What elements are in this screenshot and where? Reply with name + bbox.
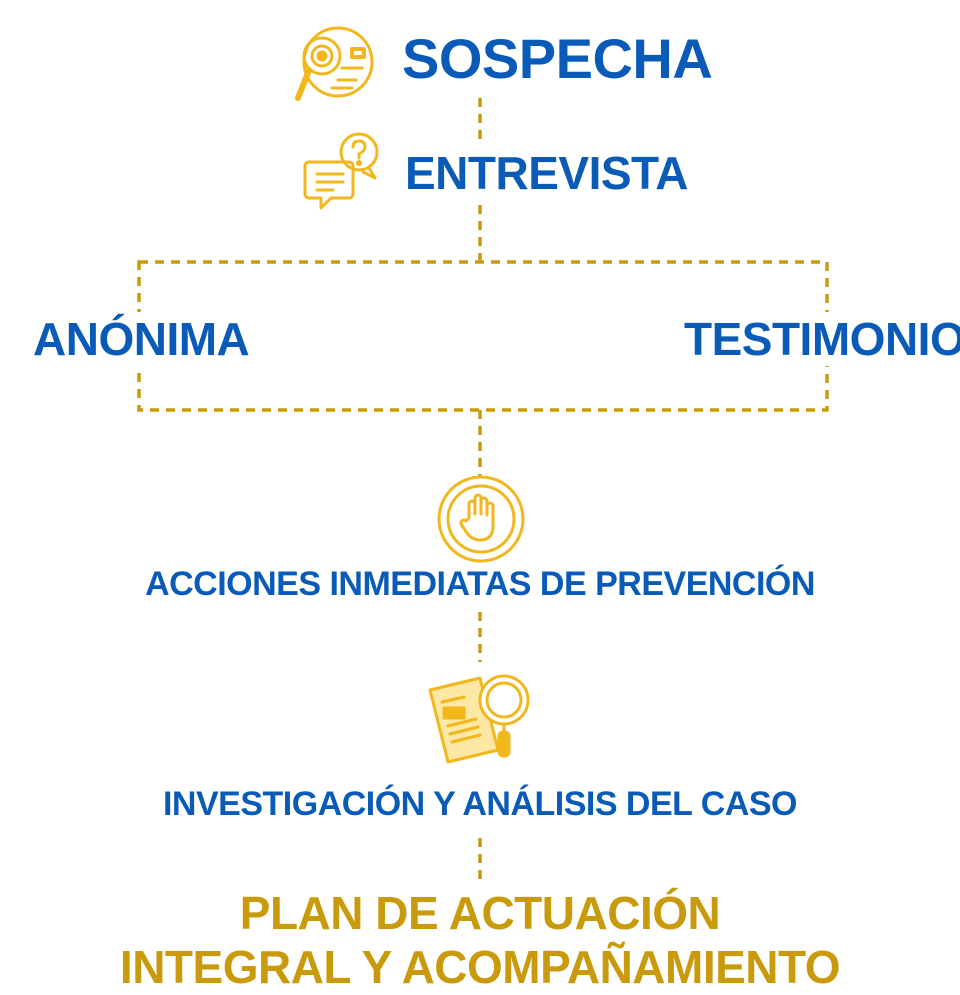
- step-suspicion-label: SOSPECHA: [402, 27, 713, 90]
- step-plan-line2: INTEGRAL Y ACOMPAÑAMIENTO: [119, 941, 841, 993]
- magnifier-face-icon: [295, 26, 374, 101]
- branch-testimony-label: TESTIMONIO: [680, 312, 960, 366]
- branch-anonymous-label: ANÓNIMA: [33, 312, 254, 366]
- branch-box: [137, 260, 829, 412]
- step-prevention-label: ACCIONES INMEDIATAS DE PREVENCIÓN: [145, 565, 815, 603]
- step-investigation-label: INVESTIGACIÓN Y ANÁLISIS DEL CASO: [162, 785, 798, 823]
- document-magnifier-icon: [428, 674, 530, 764]
- speech-bubbles-question-icon: [303, 132, 379, 210]
- step-plan-line1: PLAN DE ACTUACIÓN: [239, 887, 721, 939]
- step-interview-label: ENTREVISTA: [405, 147, 688, 199]
- stop-hand-icon: [437, 475, 525, 563]
